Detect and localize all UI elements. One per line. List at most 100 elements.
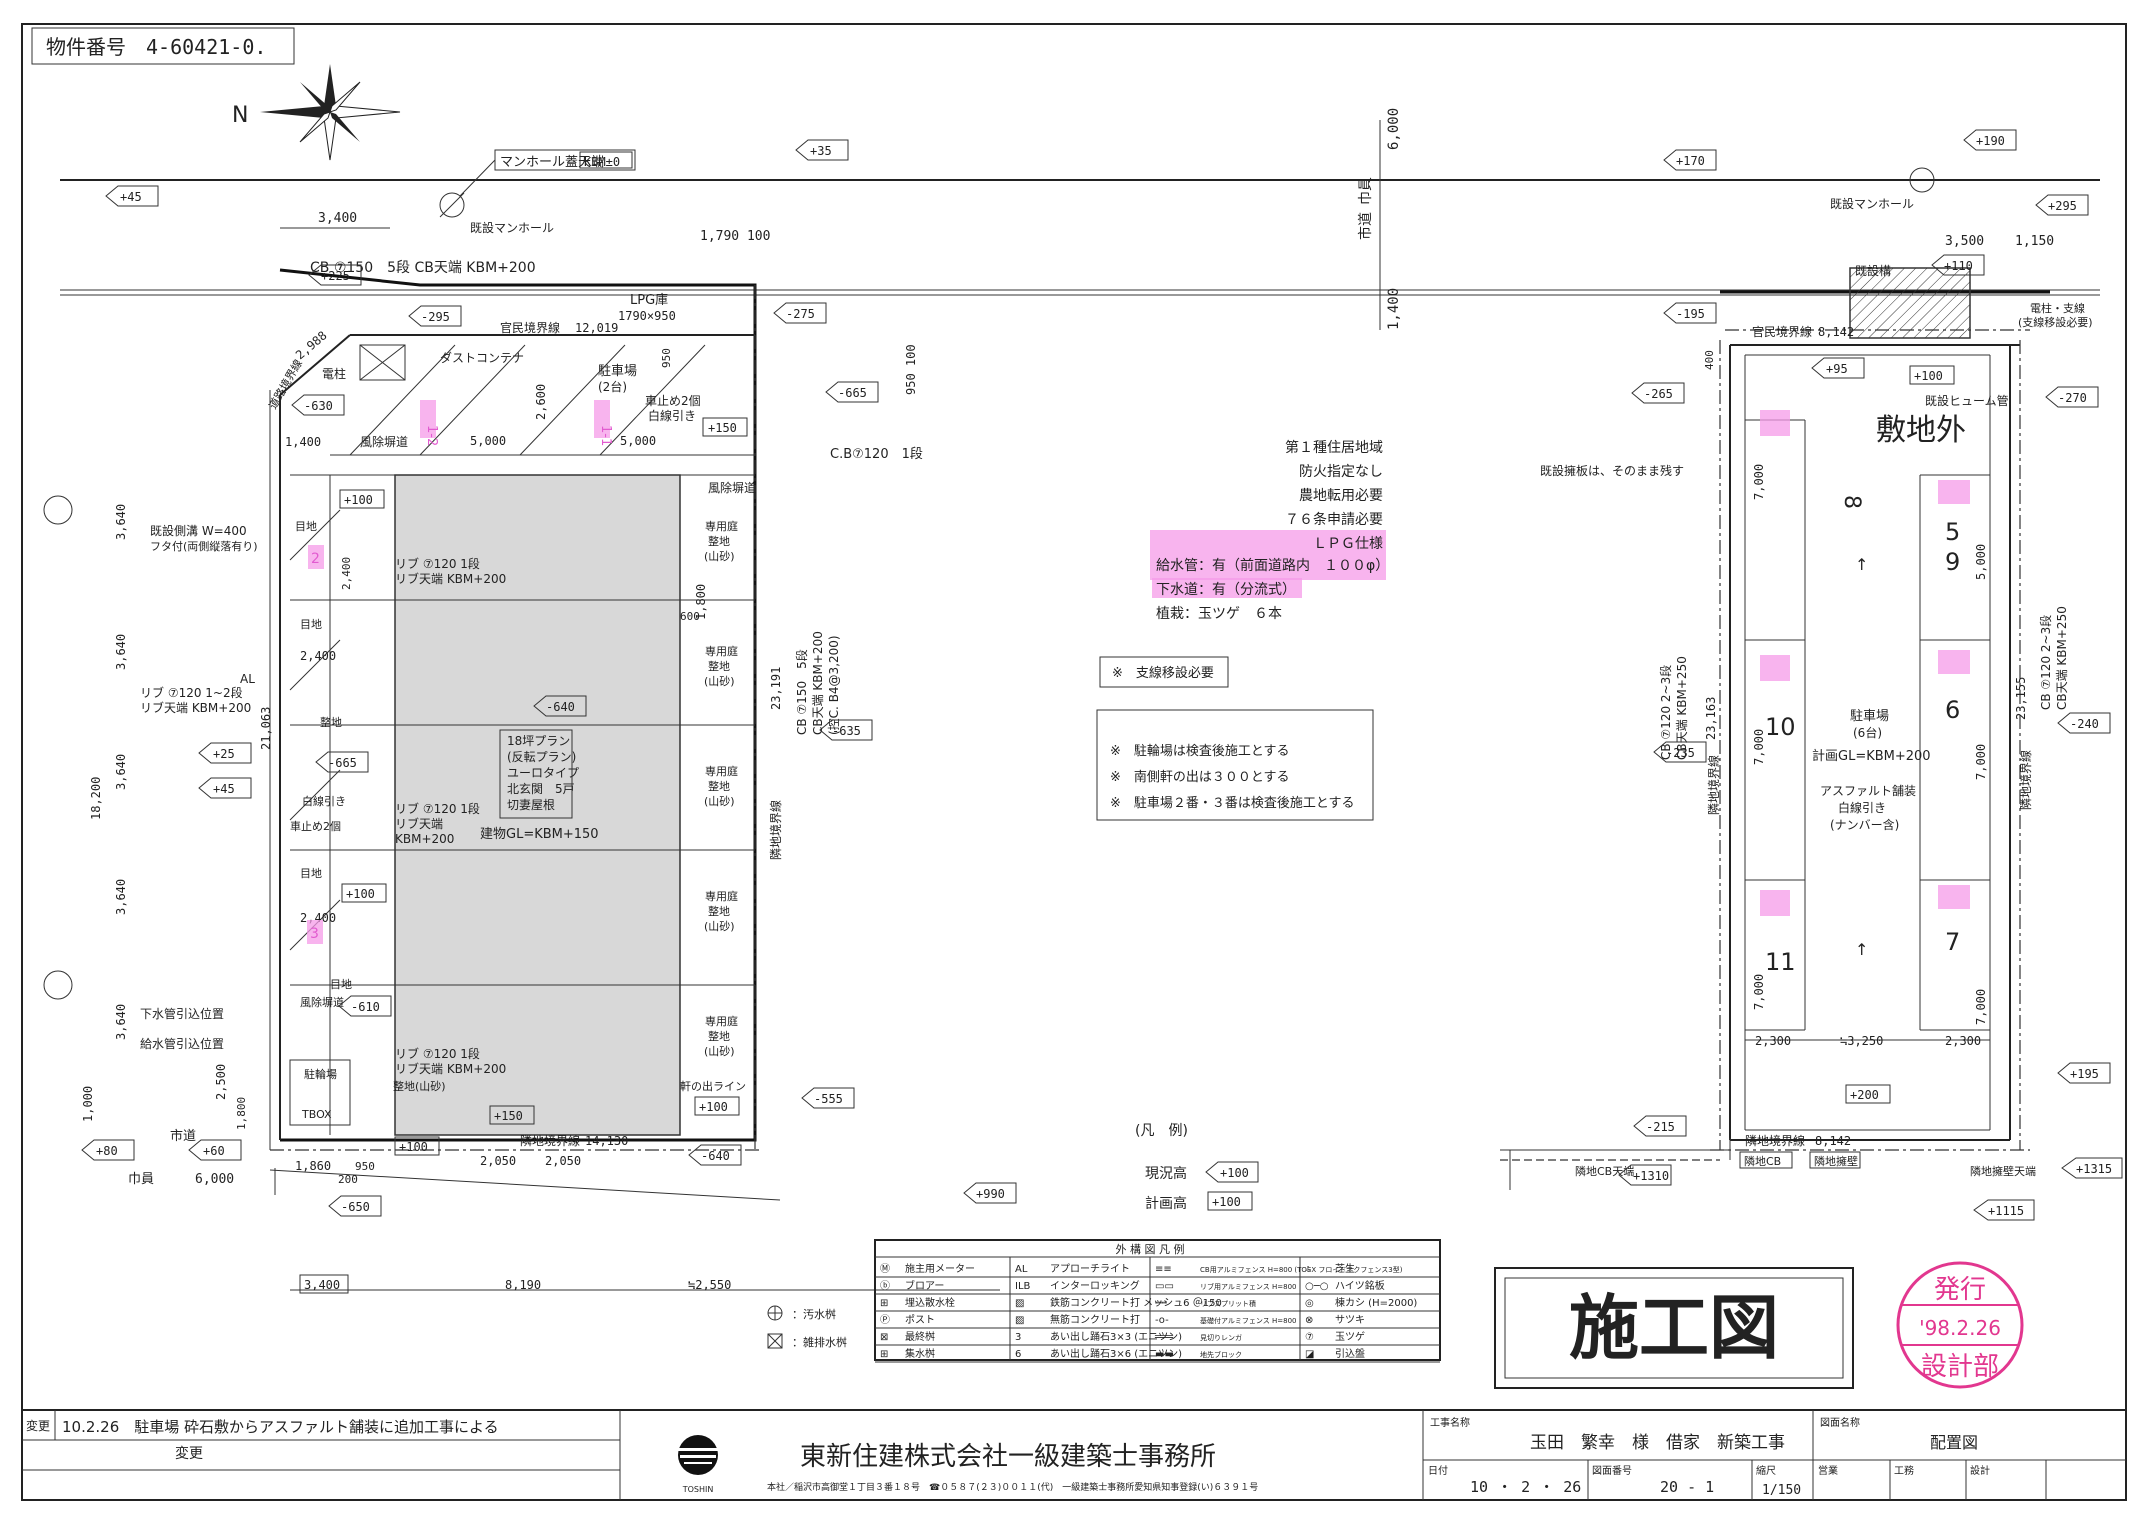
level-plus100c: +100 xyxy=(399,1140,428,1154)
level-tag: +25 xyxy=(213,747,235,761)
legend-entry: 最終桝 xyxy=(905,1330,935,1343)
legend-symbol: ⊗ xyxy=(1305,1315,1313,1326)
date-label: 日付 xyxy=(1428,1464,1448,1477)
level-ground: 整地 xyxy=(320,715,342,729)
parking2-label: 駐車場 xyxy=(598,364,637,379)
pole-right-label: 電柱・支線 xyxy=(2030,301,2085,315)
zoning-line-3: 農地転用必要 xyxy=(1299,488,1383,504)
mekuji-1: 目地 xyxy=(295,520,317,533)
property-number: 物件番号 4-60421-0. xyxy=(46,35,266,59)
level-plus200: +200 xyxy=(1850,1088,1879,1102)
drawing-number-label: 図面番号 xyxy=(1592,1465,1632,1477)
left-level-tags: +45 +35 +225 -295 -275 -630 -665 +150 +1… xyxy=(81,139,1017,1217)
garden3-level: 整地 xyxy=(708,779,730,793)
garden5-label: 専用庭 xyxy=(705,1014,738,1028)
drain-legend: ：汚水桝 ：雑排水桝 xyxy=(767,1305,847,1349)
dim-8142b: 8,142 xyxy=(1815,1134,1851,1148)
dim-400: 400 xyxy=(1703,350,1716,370)
level-tag: +60 xyxy=(203,1144,225,1158)
dim-21063: 21,063 xyxy=(259,707,273,750)
north-arrow-icon: N xyxy=(232,64,401,161)
level-tag: -640 xyxy=(701,1149,730,1163)
pole-right-note: (支線移設必要) xyxy=(2018,315,2093,329)
garden1-label: 専用庭 xyxy=(705,519,738,533)
hand-outside-lot: 敷地外 xyxy=(1876,413,1966,448)
dim-3400b: 3,400 xyxy=(304,1278,340,1292)
wheel-stop-label: 車止め2個 xyxy=(645,394,701,408)
hand-number-2: 2 xyxy=(311,551,320,567)
legend-entry: 引込盤 xyxy=(1335,1347,1365,1360)
hand-number-3: 3 xyxy=(310,926,319,942)
legend-entry: あい出し踊石3×3 (エニツン) xyxy=(1050,1330,1182,1343)
level-plus100e: +100 xyxy=(1914,369,1943,383)
dim-1400b: 1,400 xyxy=(285,435,321,449)
stamp-date: '98.2.26 xyxy=(1919,1316,2001,1340)
dim-1150: 1,150 xyxy=(2015,234,2054,249)
neighbor-fence-side: 隣地境界線 xyxy=(768,800,783,860)
project-name: 玉田 繁幸 様 借家 新築工事 xyxy=(1530,1433,1785,1453)
zoning-info: 第１種住居地域 防火指定なし 農地転用必要 ７６条申請必要 ＬＰＧ仕様 給水管：… xyxy=(1150,439,1389,622)
rib1-label: リブ ⑦120 1段 xyxy=(395,556,480,571)
dim-7000a: 7,000 xyxy=(1752,464,1766,500)
level-tag: -665 xyxy=(838,386,867,400)
dim-8142: 8,142 xyxy=(1818,325,1854,339)
lpg-size: 1790×950 xyxy=(618,309,676,323)
asphalt-white-line: 白線引き xyxy=(1838,800,1886,815)
level-tag: +95 xyxy=(1826,362,1848,376)
legend-symbol: Ⓜ xyxy=(880,1263,890,1275)
road-side-label: 道路境界線 xyxy=(265,357,305,412)
level-tag: -265 xyxy=(1644,387,1673,401)
date-value: 10 ・ 2 ・ 26 xyxy=(1470,1478,1581,1496)
hand-number-1-2: 1-2 xyxy=(424,425,439,446)
plan-line-2: (反転プラン) xyxy=(507,750,576,764)
stamp-issued: 発行 xyxy=(1934,1275,1986,1305)
level-plus150: +150 xyxy=(708,421,737,435)
dim-1000: 1,000 xyxy=(81,1086,95,1122)
hand-number-1-1: 1-1 xyxy=(598,425,613,446)
svg-text:N: N xyxy=(232,103,248,128)
dim-1800: 1,800 xyxy=(694,584,708,620)
dim-1860: 1,860 xyxy=(295,1159,331,1173)
road-bottom-label: 市道 xyxy=(170,1128,196,1144)
company-address: 本社／稲沢市高御堂１丁目３番１８号 ☎０５８７(２３)００１１(代) 一級建築士… xyxy=(767,1481,1258,1493)
bicycle-label: 駐輪場 xyxy=(304,1067,337,1081)
scale-label: 縮尺 xyxy=(1756,1464,1776,1477)
hand-lot-7: 7 xyxy=(1945,928,1960,956)
plan-line-1: 18坪プラン xyxy=(507,734,570,748)
manhole-kbm: KBM±0 xyxy=(584,155,620,169)
dim-2500: 2,500 xyxy=(214,1064,228,1100)
garden4-label: 専用庭 xyxy=(705,889,738,903)
legend-entry: 基礎付アルミフェンス H=800 xyxy=(1200,1316,1297,1325)
legend-symbol: 3 xyxy=(1015,1332,1021,1343)
level-tag: -555 xyxy=(814,1092,843,1106)
dim-200: 200 xyxy=(338,1173,358,1186)
garden5-level: 整地 xyxy=(708,1029,730,1043)
manhole-right: 既設マンホール xyxy=(1830,167,1935,211)
sewer-position-label: 下水管引込位置 xyxy=(140,1006,224,1021)
level-tag: +170 xyxy=(1676,154,1705,168)
road-top: 市道 巾員 6,000 1,400 xyxy=(60,108,2100,330)
existing-fence-note: 既設擁板は、そのまま残す xyxy=(1540,463,1684,478)
zoning-line-8: 植栽：玉ツゲ ６本 xyxy=(1156,606,1282,622)
dim-1800b: 1,800 xyxy=(235,1097,248,1130)
dim-950-100: 950 100 xyxy=(904,344,918,395)
rib3-top: リブ天端 xyxy=(395,816,443,831)
dim-3640a: 3,640 xyxy=(114,504,128,540)
road-top-width-label: 巾員 xyxy=(1358,177,1374,205)
water-position-label: 給水管引込位置 xyxy=(140,1036,224,1051)
legend-existing: 現況高 xyxy=(1145,1165,1187,1182)
legend-planned: 計画高 xyxy=(1145,1195,1187,1212)
existing-manhole-left: 既設マンホール xyxy=(470,220,554,235)
dim-950c: 950 xyxy=(355,1160,375,1173)
change-text: 10.2.26 駐車場 砕石敷からアスファルト舗装に追加工事による xyxy=(62,1418,499,1436)
zoning-line-1: 第１種住居地域 xyxy=(1285,439,1383,456)
hand-lot-5: 5 xyxy=(1945,518,1960,546)
project-label: 工事名称 xyxy=(1430,1416,1470,1429)
legend-entry: 芝生 xyxy=(1335,1262,1355,1275)
level-plus100d: +100 xyxy=(699,1100,728,1114)
construction-drawing-stamp: 施工図 xyxy=(1494,1267,1854,1389)
dim-23191: 23,191 xyxy=(769,667,783,710)
legend-symbol: ▭▭ xyxy=(1155,1281,1174,1292)
legend-entry: 無筋コンクリート打 xyxy=(1050,1313,1140,1326)
